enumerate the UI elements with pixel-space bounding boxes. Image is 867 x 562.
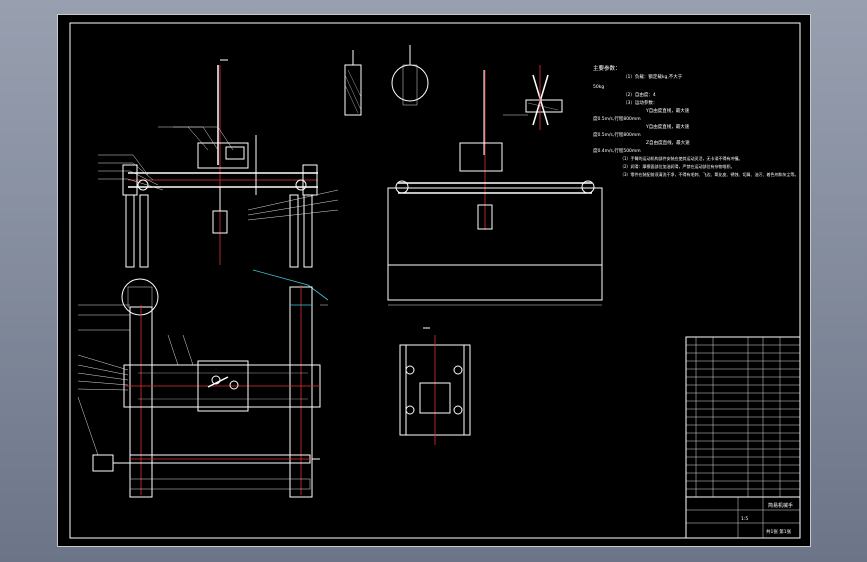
front-view <box>98 59 339 301</box>
cad-drawing: 主要参数： （1）负载：额定载kg,不大于 50kg （2）自由度：4 （3）运… <box>69 22 801 539</box>
note-line: （2）润滑：摩擦面部位加油润滑，严禁在运动部位有杂物堆积。 <box>620 163 735 169</box>
notes-title: 主要参数： <box>593 64 621 72</box>
sheet-count: 共1张 第1张 <box>766 528 792 535</box>
parts-list <box>685 336 801 498</box>
drawing-scale: 1:5 <box>741 516 748 522</box>
note-line: Y自由度直线，最大速 <box>645 123 690 130</box>
top-view <box>77 278 328 498</box>
technical-notes: 主要参数： （1）负载：额定载kg,不大于 50kg （2）自由度：4 （3）运… <box>593 64 799 177</box>
section-view <box>399 327 471 445</box>
note-line: Y自由度直线，最大速 <box>645 107 690 114</box>
note-line: （3）运动参数： <box>623 99 657 106</box>
drawing-frame <box>69 22 801 539</box>
drawing-sheet: 主要参数： （1）负载：额定载kg,不大于 50kg （2）自由度：4 （3）运… <box>57 14 811 547</box>
title-block: 简易机械手 1:5 共1张 第1张 <box>685 496 801 539</box>
drawing-title: 简易机械手 <box>768 502 793 509</box>
note-line: （1）手臂的运动机构部件安装应使其运动灵活，无卡滞不得有冲撞。 <box>620 155 743 161</box>
detail-views <box>344 45 563 130</box>
note-line: 度0.5m/s,行程800mm <box>593 115 641 122</box>
note-line: 度0.5m/s,行程800mm <box>593 131 641 138</box>
note-line: （3）零件在装配前须清洗干净，不得有毛刺、飞边、氧化皮、锈蚀、切屑、油污、着色剂… <box>620 171 799 177</box>
note-line: 度0.4m/s,行程500mm <box>593 147 641 154</box>
side-view <box>387 70 603 306</box>
note-line: （2）自由度：4 <box>623 91 656 98</box>
note-line: （1）负载：额定载kg,不大于 <box>623 73 683 80</box>
note-line: Z自由度直线，最大速 <box>646 139 690 146</box>
note-line: 50kg <box>593 84 604 90</box>
